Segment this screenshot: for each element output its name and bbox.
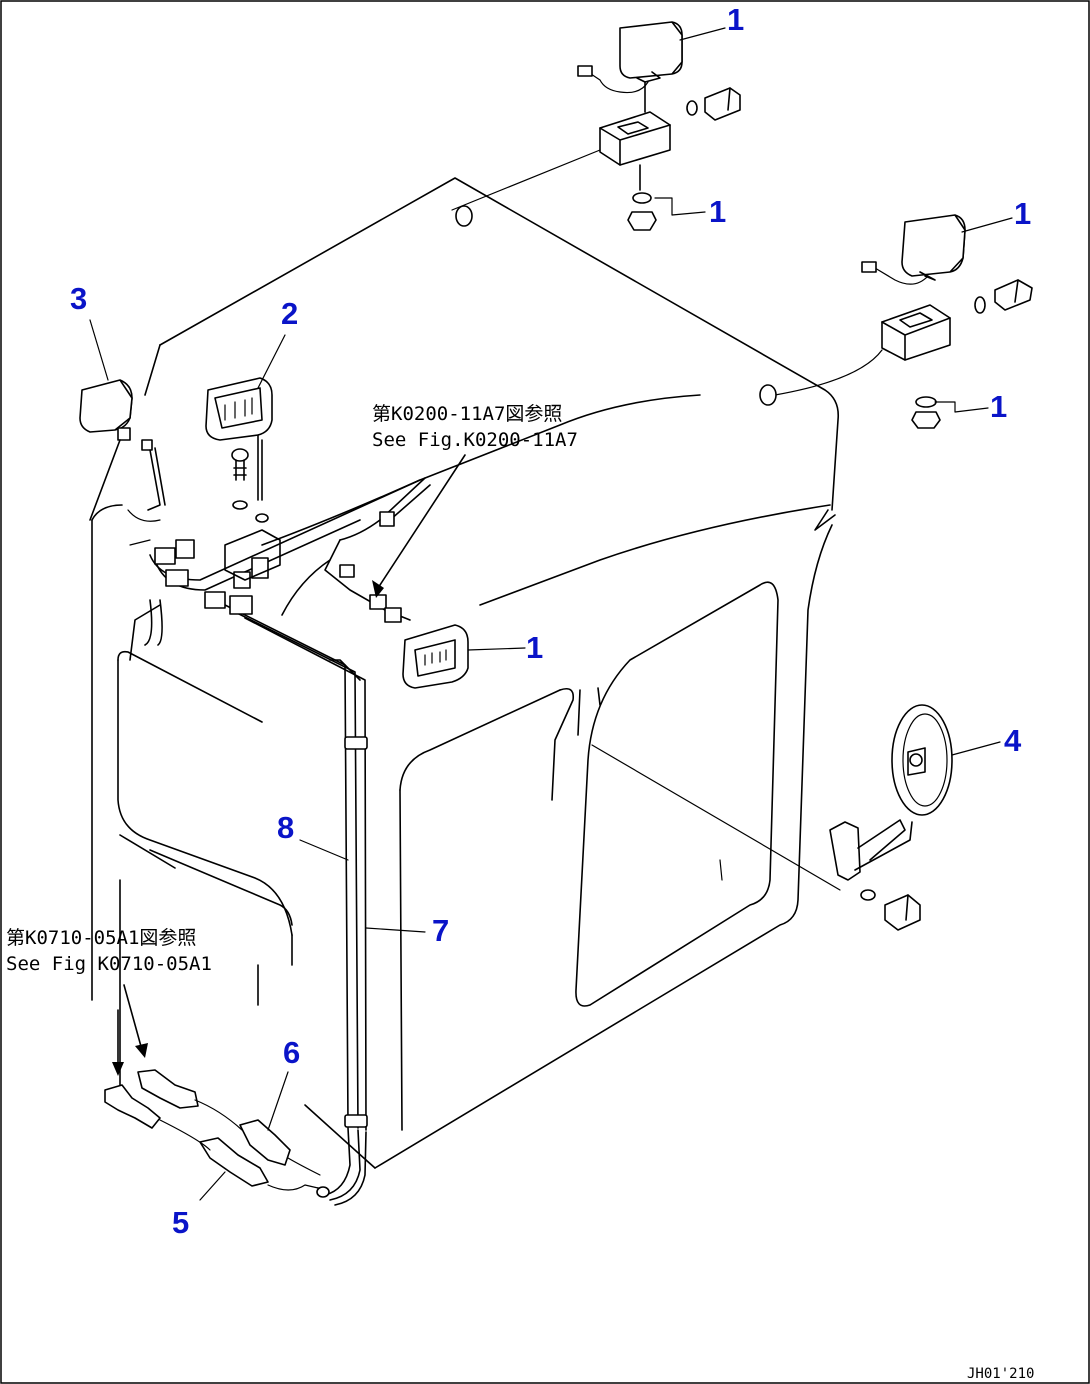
work-lamp-2 <box>205 377 281 581</box>
callout-numbers: 1 1 1 1 1 2 3 4 5 6 7 8 <box>70 2 1031 1240</box>
reference-notes: 第K0200-11A7図参照 See Fig.K0200-11A7 第K0710… <box>6 403 578 975</box>
work-lamp-front <box>402 624 469 689</box>
callout-1-front-lamp: 1 <box>526 630 543 665</box>
callout-1-right-lamp: 1 <box>1014 196 1031 231</box>
reference-arrows <box>372 454 466 598</box>
callout-6: 6 <box>283 1035 300 1070</box>
connectors-5-6 <box>104 984 321 1191</box>
callout-5: 5 <box>172 1205 189 1240</box>
callout-2: 2 <box>281 296 298 331</box>
leader-lines <box>89 27 1013 1201</box>
reference-left-en: See Fig K0710-05A1 <box>6 953 212 975</box>
cab-body <box>91 177 841 1169</box>
callout-8: 8 <box>277 810 294 845</box>
callout-1-top-lamp: 1 <box>727 2 744 37</box>
reference-top-en: See Fig.K0200-11A7 <box>372 429 578 451</box>
reference-left-jp: 第K0710-05A1図参照 <box>6 927 196 949</box>
callout-7: 7 <box>432 913 449 948</box>
callout-3: 3 <box>70 281 87 316</box>
callout-4: 4 <box>1004 723 1022 758</box>
rear-mirror <box>829 704 953 931</box>
wire-harness <box>129 477 431 1206</box>
reference-top-jp: 第K0200-11A7図参照 <box>372 403 562 425</box>
work-lamp-right <box>759 214 1033 429</box>
harness-clip-upper <box>344 736 368 750</box>
callout-1-top-nut: 1 <box>709 194 726 229</box>
harness-clip-lower <box>344 1114 368 1128</box>
callout-1-right-nut: 1 <box>990 389 1007 424</box>
lamp-3 <box>79 379 166 522</box>
work-lamp-top <box>451 21 741 231</box>
drawing-code: JH01'210 <box>967 1366 1034 1382</box>
